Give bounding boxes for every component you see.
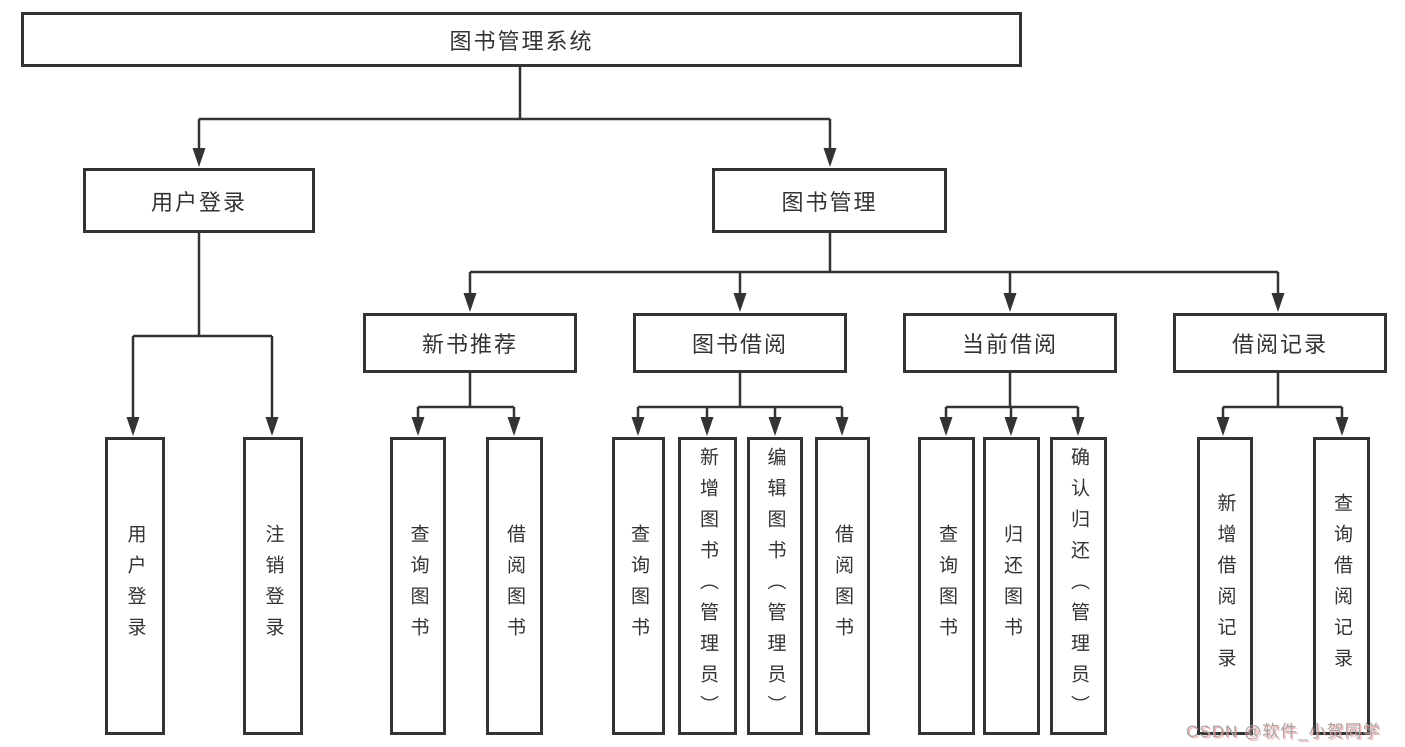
arrowhead [1216, 417, 1230, 436]
leaf-query-books-current-label: 查询图书 [936, 524, 957, 648]
node-root: 图书管理系统 [21, 12, 1022, 67]
leaf-query-books-recommend: 查询图书 [390, 437, 446, 735]
leaf-user-login: 用户登录 [105, 437, 165, 735]
arrowhead [768, 417, 782, 436]
arrowhead [1004, 417, 1018, 436]
leaf-add-books-admin-label: 新增图书（管理员） [697, 446, 718, 726]
node-current-borrow: 当前借阅 [903, 313, 1117, 373]
leaf-add-borrow-record: 新增借阅记录 [1197, 437, 1253, 735]
arrowhead [463, 293, 477, 312]
leaf-borrow-books-recommend-label: 借阅图书 [504, 524, 525, 648]
leaf-logout: 注销登录 [243, 437, 303, 735]
leaf-confirm-return-admin: 确认归还（管理员） [1050, 437, 1107, 735]
leaf-edit-books-admin-label: 编辑图书（管理员） [764, 446, 786, 726]
arrowhead [823, 148, 837, 167]
leaf-return-books-label: 归还图书 [1001, 524, 1022, 648]
arrowhead [126, 417, 140, 436]
leaf-add-books-admin: 新增图书（管理员） [678, 437, 737, 735]
leaf-borrow-books-recommend: 借阅图书 [486, 437, 543, 735]
arrowhead [1003, 293, 1017, 312]
arrowhead [700, 417, 714, 436]
node-book-borrow-label: 图书借阅 [691, 332, 788, 357]
arrowhead [265, 417, 279, 436]
node-new-book-recommend-label: 新书推荐 [421, 332, 518, 357]
arrowhead [835, 417, 849, 436]
node-book-management-label: 图书管理 [781, 189, 878, 215]
leaf-confirm-return-admin-label: 确认归还（管理员） [1068, 446, 1089, 726]
leaf-query-books-recommend-label: 查询图书 [407, 524, 429, 648]
arrowhead [411, 417, 425, 436]
arrowhead [1071, 417, 1085, 436]
arrowhead [939, 417, 953, 436]
node-book-management: 图书管理 [712, 168, 947, 233]
leaf-query-books-borrow-label: 查询图书 [628, 524, 649, 648]
arrowhead [507, 417, 521, 436]
leaf-borrow-books-label: 借阅图书 [832, 524, 853, 648]
node-root-label: 图书管理系统 [449, 28, 594, 54]
leaf-borrow-books: 借阅图书 [815, 437, 870, 735]
connector-wire [131, 67, 1344, 419]
node-new-book-recommend: 新书推荐 [363, 313, 577, 373]
arrowhead-group [126, 148, 1349, 436]
arrowhead [631, 417, 645, 436]
leaf-user-login-label: 用户登录 [124, 524, 146, 648]
node-user-login: 用户登录 [83, 168, 315, 233]
arrowhead [1271, 293, 1285, 312]
node-borrow-records-label: 借阅记录 [1231, 332, 1328, 357]
leaf-query-books-borrow: 查询图书 [612, 437, 665, 735]
arrowhead [1335, 417, 1349, 436]
leaf-edit-books-admin: 编辑图书（管理员） [747, 437, 803, 735]
arrowhead [192, 148, 206, 167]
arrowhead [733, 293, 747, 312]
leaf-logout-label: 注销登录 [262, 524, 284, 648]
leaf-query-books-current: 查询图书 [918, 437, 975, 735]
node-current-borrow-label: 当前借阅 [961, 332, 1058, 357]
csdn-watermark: CSDN @软件_小贺同学 [1186, 722, 1381, 741]
node-user-login-label: 用户登录 [150, 189, 247, 215]
node-book-borrow: 图书借阅 [633, 313, 847, 373]
leaf-return-books: 归还图书 [983, 437, 1040, 735]
node-borrow-records: 借阅记录 [1173, 313, 1387, 373]
leaf-query-borrow-record: 查询借阅记录 [1313, 437, 1370, 735]
leaf-add-borrow-record-label: 新增借阅记录 [1214, 493, 1236, 679]
leaf-query-borrow-record-label: 查询借阅记录 [1331, 493, 1352, 679]
